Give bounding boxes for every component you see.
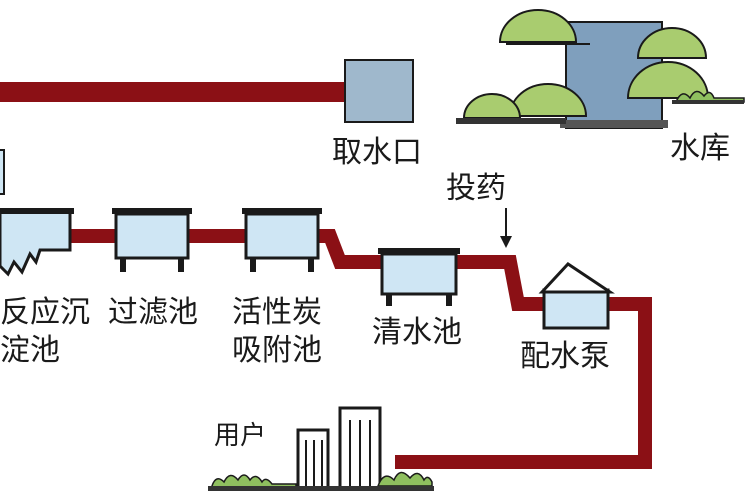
building-icon <box>338 406 382 490</box>
dosing-arrow-icon <box>500 208 512 248</box>
reservoir-label: 水库 <box>670 131 730 166</box>
carbon-tank <box>242 208 322 272</box>
treatment-pipe <box>0 229 652 469</box>
pump-house <box>538 262 615 330</box>
users-label: 用户 <box>214 421 266 451</box>
tree-icon <box>498 9 590 45</box>
reaction-label-line1: 反应沉 <box>0 295 90 330</box>
carbon-label-line2: 吸附池 <box>232 333 322 368</box>
reservoir <box>456 9 745 129</box>
tree-icon <box>636 27 708 59</box>
dosing-label: 投药 <box>446 171 506 206</box>
reaction-label-line2: 淀池 <box>0 333 60 368</box>
filter-tank <box>112 208 192 272</box>
bush-icon <box>376 471 433 487</box>
clear-water-tank <box>378 248 460 306</box>
bush-icon <box>672 90 745 104</box>
tree-icon <box>626 61 710 99</box>
clear-water-label: 清水池 <box>372 315 462 350</box>
intake <box>344 59 414 123</box>
intake-box <box>344 59 414 123</box>
carbon-label-line1: 活性炭 <box>232 295 322 330</box>
filter-label: 过滤池 <box>108 295 198 330</box>
intake-label: 取水口 <box>332 135 422 170</box>
user-buildings <box>208 406 434 491</box>
building-icon <box>296 428 330 490</box>
reaction-tank <box>0 208 74 277</box>
pump-label: 配水泵 <box>520 339 610 374</box>
tree-icon <box>462 93 522 119</box>
pipes <box>0 82 652 469</box>
bush-icon <box>211 474 297 489</box>
left-edge-box <box>0 149 5 195</box>
